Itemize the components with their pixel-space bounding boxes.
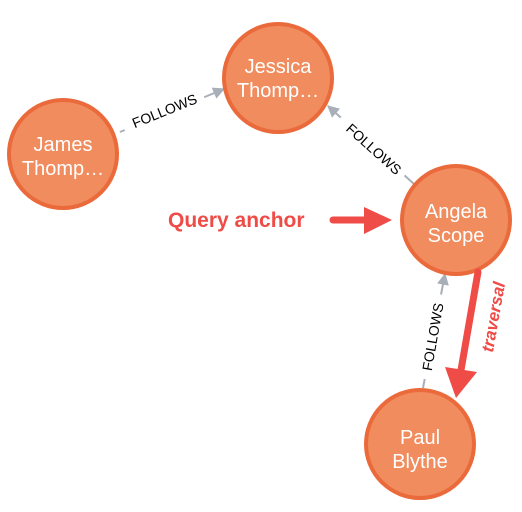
node-circle xyxy=(222,22,334,134)
query-anchor-arrow-head xyxy=(364,207,392,234)
node-jessica[interactable]: Jessica Thomp… xyxy=(222,22,334,134)
query-anchor-annotation: Query anchor xyxy=(168,207,392,234)
node-label-line1: James xyxy=(34,134,93,156)
node-label-line2: Thomp… xyxy=(22,158,104,180)
node-circle xyxy=(7,98,119,210)
edge-paul-follows-angela[interactable]: FOLLOWS xyxy=(416,272,452,389)
nodes: Jessica Thomp… James Thomp… Angela Scope… xyxy=(7,22,512,500)
edge-label: FOLLOWS xyxy=(343,120,405,178)
edge-label-bg xyxy=(119,84,207,136)
node-label-line1: Jessica xyxy=(245,56,313,78)
node-circle xyxy=(400,164,512,276)
traversal-annotation: traversal xyxy=(445,268,509,398)
node-paul[interactable]: Paul Blythe xyxy=(364,388,476,500)
node-label-line2: Blythe xyxy=(392,451,448,473)
edge-angela-follows-jessica[interactable]: FOLLOWS xyxy=(327,105,415,185)
edge-label-bg xyxy=(416,292,452,382)
node-circle xyxy=(364,388,476,500)
edge-james-follows-jessica[interactable]: FOLLOWS xyxy=(119,84,226,136)
traversal-arrow-shaft xyxy=(457,268,482,374)
traversal-arrow-head xyxy=(445,367,477,398)
node-james[interactable]: James Thomp… xyxy=(7,98,119,210)
node-label-line1: Angela xyxy=(425,201,488,223)
edge-label-bg xyxy=(335,108,413,182)
traversal-label: traversal xyxy=(478,279,509,353)
node-label-line2: Scope xyxy=(428,225,485,247)
node-label-line2: Thomp… xyxy=(237,80,319,102)
query-anchor-label: Query anchor xyxy=(168,209,305,232)
node-angela[interactable]: Angela Scope xyxy=(400,164,512,276)
node-label-line1: Paul xyxy=(400,427,440,449)
